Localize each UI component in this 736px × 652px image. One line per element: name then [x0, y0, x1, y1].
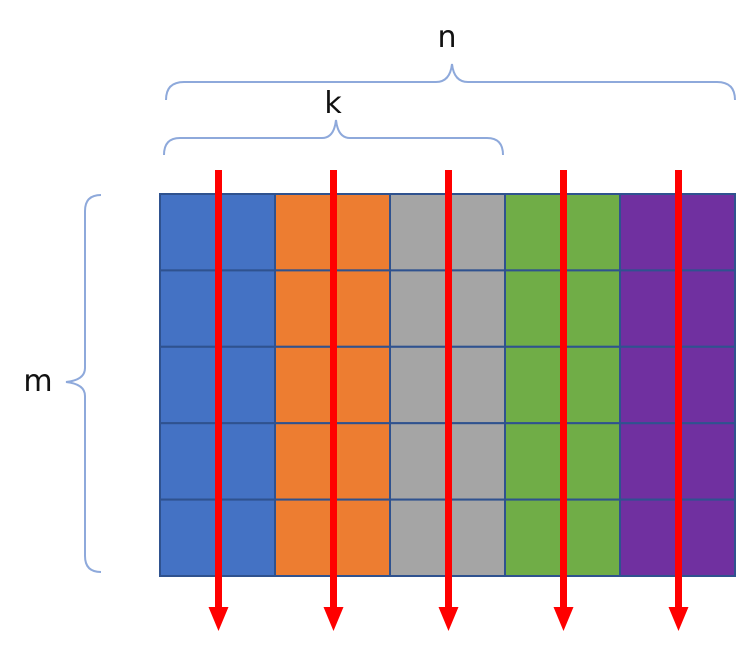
label-n: n: [437, 20, 456, 55]
brace-m: [65, 194, 102, 573]
down-arrow: [668, 170, 689, 631]
column-arrows: [208, 170, 689, 631]
down-arrow: [323, 170, 344, 631]
down-arrow: [438, 170, 459, 631]
down-arrow: [208, 170, 229, 631]
label-k: k: [324, 86, 342, 121]
brace-n: [165, 63, 736, 101]
brace-k: [163, 119, 504, 156]
label-m: m: [23, 364, 52, 399]
down-arrow: [553, 170, 574, 631]
